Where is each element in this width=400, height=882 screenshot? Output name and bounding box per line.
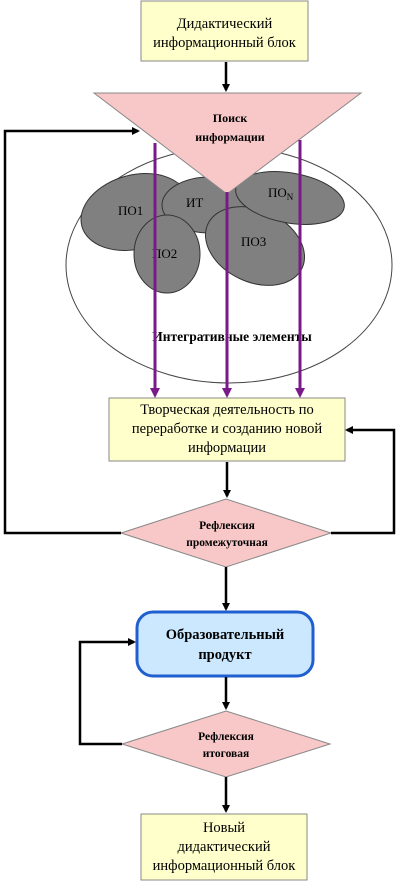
label-po2: ПО2 [152, 246, 177, 261]
integrative-label: Интегративные элементы [152, 329, 312, 344]
product-line2: продукт [198, 647, 251, 663]
search-triangle [92, 92, 363, 195]
bottom-block-line2: дидактический [178, 839, 271, 855]
reflection-mid-line2: промежуточная [186, 537, 268, 549]
reflection-mid-line1: Рефлексия [199, 520, 255, 532]
reflection-final-line2: итоговая [203, 748, 249, 760]
label-po3: ПО3 [241, 234, 266, 249]
feedback-final-loop [78, 638, 136, 746]
ellipse-pon [235, 171, 345, 225]
reflection-mid-diamond [119, 498, 333, 568]
label-it: ИТ [186, 195, 203, 210]
label-pon: ПОN [268, 185, 294, 202]
ellipse-po2 [133, 214, 201, 294]
search-line2: информации [195, 130, 265, 144]
bottom-block-line3: информационный блок [153, 858, 297, 874]
creative-line2: переработке и созданию новой [132, 421, 322, 437]
creative-line3: информации [188, 440, 266, 456]
top-block-line1: Дидактический [177, 16, 273, 32]
label-po1: ПО1 [118, 203, 143, 218]
bottom-info-block [140, 813, 308, 881]
creative-line1: Творческая деятельность по [140, 402, 314, 418]
product-box [135, 610, 315, 678]
product-line1: Образовательный [166, 627, 285, 643]
top-info-block [140, 0, 309, 62]
reflection-final-diamond [120, 710, 332, 778]
creative-activity-box [108, 397, 346, 462]
reflection-final-line1: Рефлексия [198, 731, 254, 743]
bottom-block-line1: Новый [203, 820, 245, 836]
feedback-right-loop [331, 426, 396, 535]
top-block-line2: информационный блок [153, 35, 297, 51]
search-line1: Поиск [213, 111, 248, 125]
feedback-left-loop [3, 127, 140, 535]
